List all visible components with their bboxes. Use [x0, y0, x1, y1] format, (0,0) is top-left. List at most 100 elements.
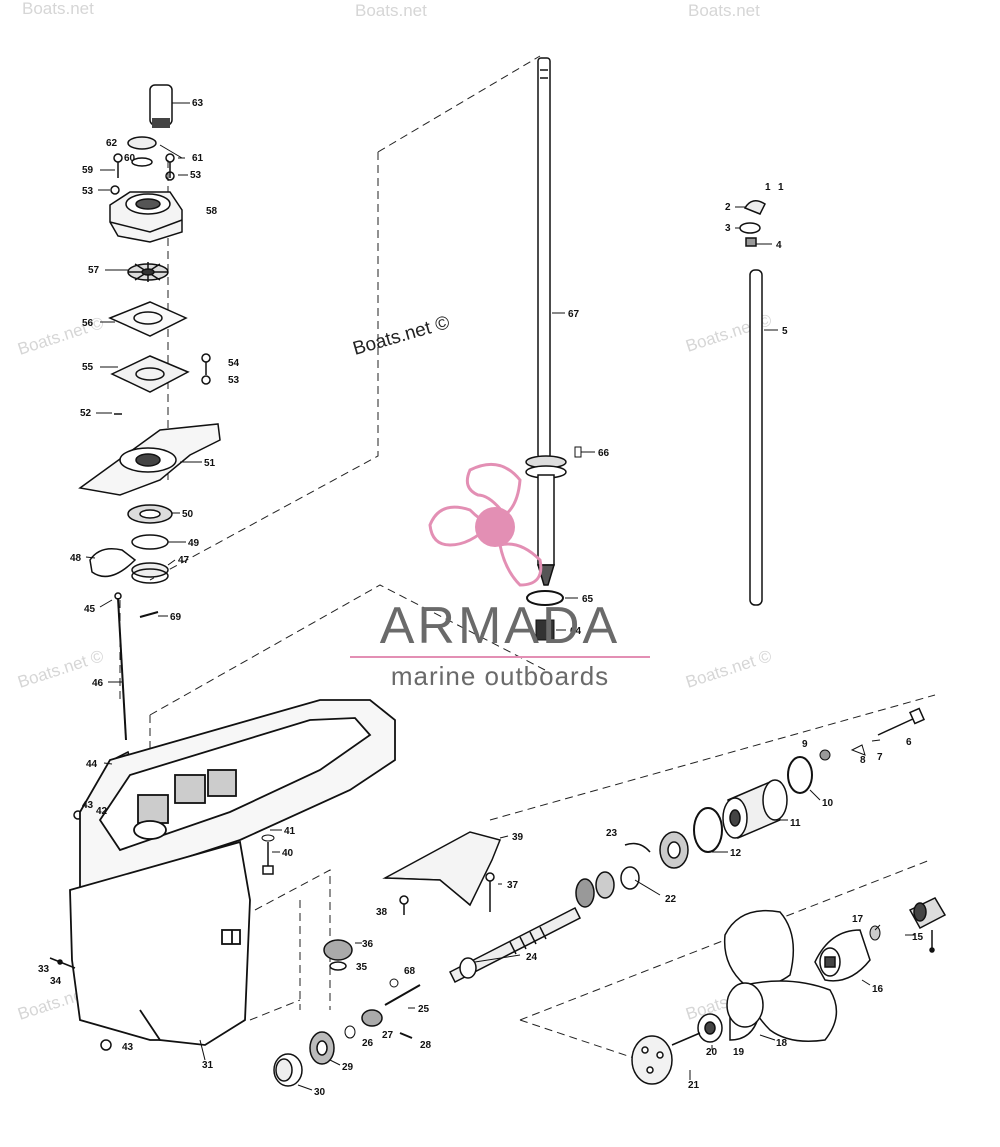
part-15-cotter-pin	[929, 930, 935, 953]
callout-5: 5	[782, 326, 788, 337]
callout-51: 51	[204, 458, 216, 469]
callout-43: 43	[82, 800, 94, 811]
callout-labels: 1 1 2 3 4 5 6 7 8 9 10 11 12 15 16 17 18…	[38, 98, 924, 1098]
callout-1: 1	[778, 182, 784, 193]
callout-18: 18	[776, 1038, 788, 1049]
callout-16: 16	[872, 984, 884, 995]
part-28-pin	[399, 1032, 413, 1039]
part-37-screw	[485, 872, 495, 912]
part-27-clutch	[361, 1009, 383, 1027]
callout-4: 4	[776, 240, 782, 251]
callout-34: 34	[50, 976, 62, 987]
callout-57: 57	[88, 265, 100, 276]
part-5-shift-rod	[749, 269, 763, 606]
callout-30: 30	[314, 1087, 326, 1098]
callout-65: 65	[582, 594, 594, 605]
callout-19: 19	[733, 1047, 745, 1058]
part-22-reverse-gear	[575, 866, 640, 908]
part-47-bushing	[131, 562, 169, 584]
callout-53: 53	[190, 170, 202, 181]
callout-42: 42	[96, 806, 108, 817]
callout-48: 48	[70, 553, 82, 564]
part-25-spring-pin	[384, 984, 421, 1006]
callout-69: 69	[170, 612, 182, 623]
watermark: Boats.net	[355, 1, 427, 20]
part-38-screw	[399, 895, 409, 915]
shift-rod-assembly	[739, 200, 766, 606]
callout-68: 68	[404, 966, 416, 977]
water-pump-stack	[73, 84, 221, 826]
part-63-tube	[149, 84, 173, 128]
callout-49: 49	[188, 538, 200, 549]
part-3-cap	[739, 222, 761, 234]
callout-1: 1	[765, 182, 771, 193]
part-48-loop-seal	[89, 548, 137, 578]
callout-46: 46	[92, 678, 104, 689]
part-43-drain-plug	[100, 1039, 112, 1051]
callout-11: 11	[790, 818, 801, 829]
callout-39: 39	[512, 832, 524, 843]
callout-17: 17	[852, 914, 864, 925]
callout-62: 62	[106, 138, 118, 149]
callout-59: 59	[82, 165, 94, 176]
part-50-seal	[127, 504, 173, 524]
callout-12: 12	[730, 848, 742, 859]
callout-2: 2	[725, 202, 731, 213]
callout-35: 35	[356, 962, 368, 973]
callout-38: 38	[376, 907, 388, 918]
part-20-thrust-hub	[697, 1013, 723, 1043]
callout-20: 20	[706, 1047, 718, 1058]
callout-23: 23	[606, 828, 618, 839]
part-36-pinion	[323, 939, 353, 971]
callout-45: 45	[84, 604, 96, 615]
callout-31: 31	[202, 1060, 214, 1071]
callout-26: 26	[362, 1038, 374, 1049]
callout-9: 9	[802, 739, 808, 750]
propeller-logo-icon	[428, 462, 543, 587]
callout-36: 36	[362, 939, 374, 950]
watermark: Boats.net ©	[683, 646, 774, 692]
callout-15: 15	[912, 932, 924, 943]
part-41-washer	[261, 834, 275, 842]
part-21-thrust-washer	[631, 1032, 701, 1085]
watermark: Boats.net	[22, 0, 94, 18]
part-26-ring	[344, 1025, 356, 1039]
part-54-screw	[201, 353, 211, 375]
part-11-bearing-carrier	[722, 779, 788, 840]
part-8-tab-washer	[850, 744, 866, 756]
part-40-screw	[262, 842, 274, 875]
callout-41: 41	[284, 826, 296, 837]
part-62-grommet	[127, 136, 157, 150]
part-4-nut	[745, 237, 757, 247]
callout-54: 54	[228, 358, 240, 369]
part-64-bushing	[535, 619, 555, 641]
callout-7: 7	[877, 752, 883, 763]
callout-61: 61	[192, 153, 204, 164]
leader-lines	[85, 102, 915, 1091]
part-39-trim-cover	[382, 831, 502, 907]
part-16-prop-nut-cone	[814, 929, 871, 982]
part-10-o-ring	[787, 756, 813, 794]
callout-63: 63	[192, 98, 204, 109]
part-57-impeller	[127, 262, 169, 282]
callout-66: 66	[598, 448, 610, 459]
part-30-bearing-cup	[273, 1053, 303, 1087]
part-29-forward-gear	[309, 1031, 335, 1065]
callout-53: 53	[82, 186, 94, 197]
part-60-seal	[131, 157, 153, 167]
callout-22: 22	[665, 894, 677, 905]
callout-24: 24	[526, 952, 538, 963]
part-6-bolt	[877, 707, 925, 736]
part-61-screw	[165, 153, 175, 178]
callout-29: 29	[342, 1062, 354, 1073]
part-1-clip	[743, 200, 766, 215]
callout-33: 33	[38, 964, 50, 975]
washer-icon	[165, 171, 175, 181]
part-68-ball	[389, 978, 399, 988]
watermark: Boats.net	[688, 1, 760, 20]
part-67-driveshaft	[525, 57, 567, 586]
callout-27: 27	[382, 1030, 394, 1041]
part-12-bearing	[659, 831, 689, 869]
part-17-washer	[869, 925, 881, 941]
